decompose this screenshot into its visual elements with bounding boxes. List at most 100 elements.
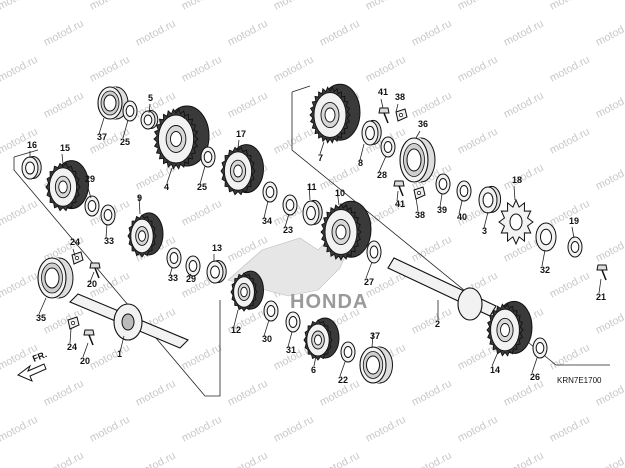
callout-28: 28 [377, 170, 387, 180]
watermark-text: motod.ru [594, 450, 625, 468]
washer-39 [435, 173, 451, 195]
callout-33b: 33 [168, 273, 178, 283]
bushing-13 [206, 259, 227, 284]
callout-38a: 38 [395, 92, 405, 102]
leader-line [319, 141, 325, 155]
gear-9 [127, 212, 164, 258]
washer-27 [366, 240, 382, 264]
leader-line [371, 332, 374, 349]
watermark-text: motod.ru [502, 90, 546, 121]
watermark-text: motod.ru [364, 54, 408, 85]
washer-30 [263, 300, 279, 322]
callout-26: 26 [530, 372, 540, 382]
leader-line [166, 167, 173, 184]
watermark-text: motod.ru [502, 162, 546, 193]
callout-25b: 25 [197, 182, 207, 192]
plate-24a [71, 251, 84, 265]
gear-14 [486, 300, 533, 357]
leader-line [199, 165, 206, 185]
watermark-text: motod.ru [502, 378, 546, 409]
watermark-text: motod.ru [88, 0, 132, 13]
callout-13: 13 [212, 243, 222, 253]
leader-line [263, 200, 269, 219]
gear-4 [153, 105, 210, 170]
callout-3: 3 [482, 226, 487, 236]
leader-line [439, 193, 443, 208]
callout-41b: 41 [395, 199, 405, 209]
callout-39: 39 [437, 205, 447, 215]
leader-line [284, 213, 290, 228]
callout-7: 7 [318, 153, 323, 163]
watermark-text: motod.ru [226, 90, 270, 121]
callout-11: 11 [307, 182, 317, 192]
bolt-20b [83, 329, 95, 346]
leader-line [513, 185, 516, 201]
watermark-text: motod.ru [134, 378, 178, 409]
watermark-text: motod.ru [456, 54, 500, 85]
leader-line [87, 187, 92, 199]
watermark-text: motod.ru [410, 234, 454, 265]
leader-line [313, 355, 317, 367]
watermark-text: motod.ru [364, 414, 408, 445]
bearing-16 [21, 155, 42, 180]
washer-26 [532, 337, 548, 359]
washer-29b [185, 255, 201, 277]
watermark-text: motod.ru [410, 450, 454, 468]
watermark-text: motod.ru [42, 90, 86, 121]
watermark-text: motod.ru [42, 306, 86, 337]
leader-line [458, 200, 463, 215]
callout-22: 22 [338, 375, 348, 385]
countershaft-top-edge [291, 85, 311, 93]
leader-line [138, 195, 141, 215]
watermark-text: motod.ru [180, 0, 224, 13]
bolt-20a [89, 262, 101, 279]
watermark-text: motod.ru [0, 414, 40, 445]
watermark-text: motod.ru [226, 450, 270, 468]
washer-25a [122, 100, 138, 122]
washer-23 [282, 194, 298, 216]
watermark-text: motod.ru [410, 18, 454, 49]
leader-line [69, 328, 72, 344]
watermark-text: motod.ru [410, 378, 454, 409]
callout-16: 16 [27, 140, 37, 150]
watermark-text: motod.ru [456, 126, 500, 157]
leader-line [61, 153, 64, 165]
leader-line [336, 189, 340, 206]
callout-29a: 29 [85, 174, 95, 184]
watermark-text: motod.ru [410, 90, 454, 121]
callout-6: 6 [311, 365, 316, 375]
leader-lines [29, 98, 602, 377]
bushing-3 [478, 185, 502, 214]
washer-28 [380, 136, 396, 158]
callout-19: 19 [569, 216, 579, 226]
watermark-text: motod.ru [272, 126, 316, 157]
watermark-text: motod.ru [594, 234, 625, 265]
sprocket-18 [498, 198, 534, 246]
callout-numbers: 1 2 3 4 5 6 7 8 9 10 11 12 13 14 15 16 1… [27, 87, 606, 385]
callout-8: 8 [358, 158, 363, 168]
mainshaft-top-edge [13, 149, 39, 158]
watermark-text: motod.ru [0, 0, 40, 13]
leader-line [119, 335, 125, 353]
watermark-text: motod.ru [88, 414, 132, 445]
watermark-text: motod.ru [134, 18, 178, 49]
plate-38b [413, 186, 426, 200]
callout-1: 1 [117, 349, 122, 359]
bolt-41a [378, 107, 390, 124]
watermark-text: motod.ru [594, 18, 625, 49]
gear-15 [45, 160, 89, 212]
callout-23: 23 [283, 225, 293, 235]
leader-line [541, 249, 546, 267]
leader-line [233, 309, 239, 327]
watermark-text: motod.ru [548, 0, 592, 13]
watermark-text: motod.ru [318, 18, 362, 49]
callout-10: 10 [335, 188, 345, 198]
leader-line [415, 130, 421, 139]
plate-24b [67, 316, 80, 330]
watermark-text: motod.ru [456, 0, 500, 13]
callout-18: 18 [512, 175, 522, 185]
bushing-11 [302, 199, 323, 226]
leader-line [169, 267, 173, 276]
